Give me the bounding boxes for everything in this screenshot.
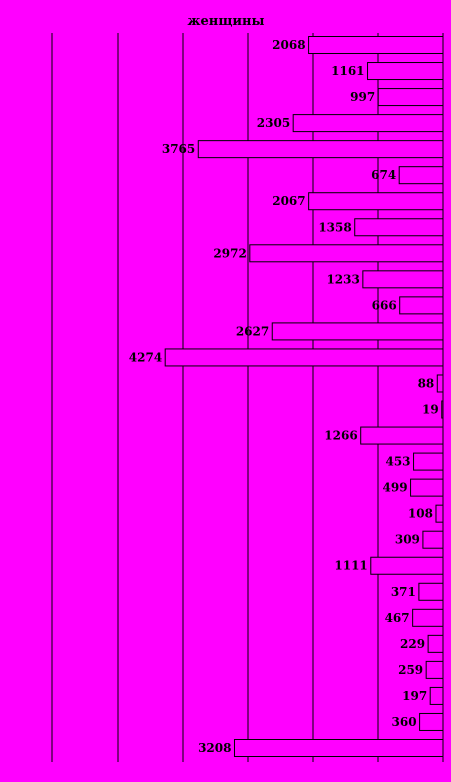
bar <box>308 36 444 54</box>
data-label: 108 <box>408 507 433 521</box>
data-label: 360 <box>392 715 417 729</box>
data-label: 997 <box>350 90 375 104</box>
data-label: 1161 <box>331 64 364 78</box>
bar <box>308 192 444 211</box>
bar <box>436 374 444 393</box>
data-label: 2068 <box>272 38 305 52</box>
bar <box>377 88 444 107</box>
bar <box>435 504 444 523</box>
data-label: 1111 <box>334 559 367 573</box>
data-label: 309 <box>395 533 420 547</box>
bar <box>418 582 444 601</box>
bar <box>399 296 444 315</box>
bar <box>367 62 444 81</box>
bar <box>164 348 444 367</box>
bar <box>427 634 444 653</box>
bar <box>197 140 444 159</box>
bar <box>419 712 444 731</box>
data-label: 453 <box>385 455 410 469</box>
data-label: 1358 <box>318 220 351 234</box>
bar <box>412 608 444 627</box>
data-label: 2627 <box>236 324 269 338</box>
bar <box>425 660 444 679</box>
data-label: 2067 <box>272 194 305 208</box>
bar <box>422 530 444 549</box>
bar <box>410 478 444 497</box>
bar <box>370 556 444 575</box>
data-label: 88 <box>418 376 435 390</box>
data-label: 4274 <box>129 350 162 364</box>
bar <box>413 452 444 471</box>
bar <box>360 426 444 445</box>
bar <box>233 739 444 757</box>
data-label: 3208 <box>198 741 231 755</box>
data-label: 2972 <box>213 246 246 260</box>
data-label: 499 <box>383 481 408 495</box>
chart-title: женщины <box>187 14 264 29</box>
data-label: 467 <box>385 611 410 625</box>
data-label: 666 <box>372 298 397 312</box>
bar <box>398 166 444 185</box>
data-label: 674 <box>371 168 396 182</box>
data-label: 19 <box>422 403 439 417</box>
bar <box>249 244 444 263</box>
data-label: 259 <box>398 663 423 677</box>
bar <box>271 322 444 341</box>
data-label: 1266 <box>324 429 357 443</box>
data-label: 1233 <box>326 272 359 286</box>
bar <box>441 400 444 419</box>
bar <box>429 686 444 705</box>
data-label: 3765 <box>162 142 195 156</box>
data-label: 371 <box>391 585 416 599</box>
bar <box>362 270 444 289</box>
data-label: 229 <box>400 637 425 651</box>
data-label: 2305 <box>257 116 290 130</box>
data-label: 197 <box>402 689 427 703</box>
bar <box>354 218 444 237</box>
bar <box>292 114 444 133</box>
data-labels: 2068 1161 997 2305 3765 674 2067 1358 2972 1233 66… <box>129 38 439 755</box>
bars <box>164 36 444 757</box>
